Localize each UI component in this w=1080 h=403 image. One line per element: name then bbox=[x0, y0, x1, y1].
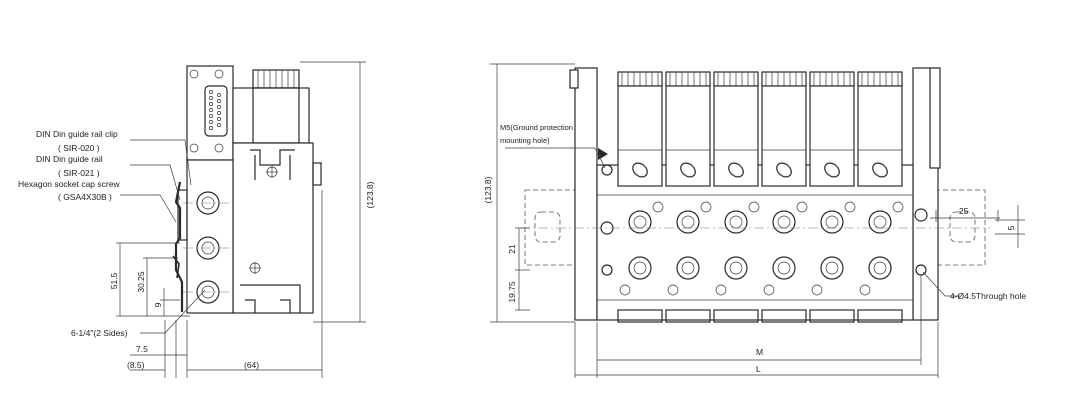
valve-station-4 bbox=[761, 71, 808, 323]
dim-9: 9 bbox=[153, 302, 163, 307]
dim-5: 5 bbox=[1006, 225, 1016, 230]
dim-123-8-front: (123.8) bbox=[483, 176, 493, 203]
solenoid-top bbox=[232, 69, 310, 144]
callout-screw-code: ( GSA4X30B ) bbox=[58, 192, 112, 202]
callout-din-rail-code: ( SIR-021 ) bbox=[58, 168, 100, 178]
valve-station-3 bbox=[713, 71, 760, 323]
valve-station-5 bbox=[809, 71, 856, 323]
dim-123-8-side: (123.8) bbox=[365, 181, 375, 208]
side-view: DIN Din guide rail clip ( SIR-020 ) DIN … bbox=[18, 61, 375, 378]
dim-M: M bbox=[756, 347, 763, 357]
dim-19-75: 19.75 bbox=[507, 281, 517, 303]
front-view: M5(Ground protection mounting hole) 4-Ø4… bbox=[483, 63, 1026, 378]
valve-station-6 bbox=[857, 71, 904, 323]
callout-ground-2: mounting hole) bbox=[500, 136, 550, 145]
valve-body bbox=[232, 142, 322, 314]
valve-station-1 bbox=[617, 71, 664, 323]
dim-51-5: 51.5 bbox=[109, 272, 119, 289]
callout-ports: 6-1/4"(2 Sides) bbox=[71, 328, 128, 338]
dim-30-25: 30.25 bbox=[136, 271, 146, 293]
callout-ground-1: M5(Ground protection bbox=[500, 123, 573, 132]
callout-din-clip-code: ( SIR-020 ) bbox=[58, 143, 100, 153]
dim-21: 21 bbox=[507, 244, 517, 254]
dim-64: (64) bbox=[244, 360, 259, 370]
callout-through-hole: 4-Ø4.5Through hole bbox=[950, 291, 1026, 301]
subplate bbox=[177, 159, 235, 314]
d-sub-connector bbox=[186, 65, 234, 161]
dim-25: 25 bbox=[959, 206, 969, 216]
callout-din-rail: DIN Din guide rail bbox=[36, 154, 103, 164]
dim-L: L bbox=[756, 364, 761, 374]
dim-7-5: 7.5 bbox=[136, 344, 148, 354]
callout-screw: Hexagon socket cap screw bbox=[18, 179, 120, 189]
callout-din-clip: DIN Din guide rail clip bbox=[36, 129, 118, 139]
dim-8-5: (8.5) bbox=[127, 360, 145, 370]
valve-station-2 bbox=[665, 71, 712, 323]
